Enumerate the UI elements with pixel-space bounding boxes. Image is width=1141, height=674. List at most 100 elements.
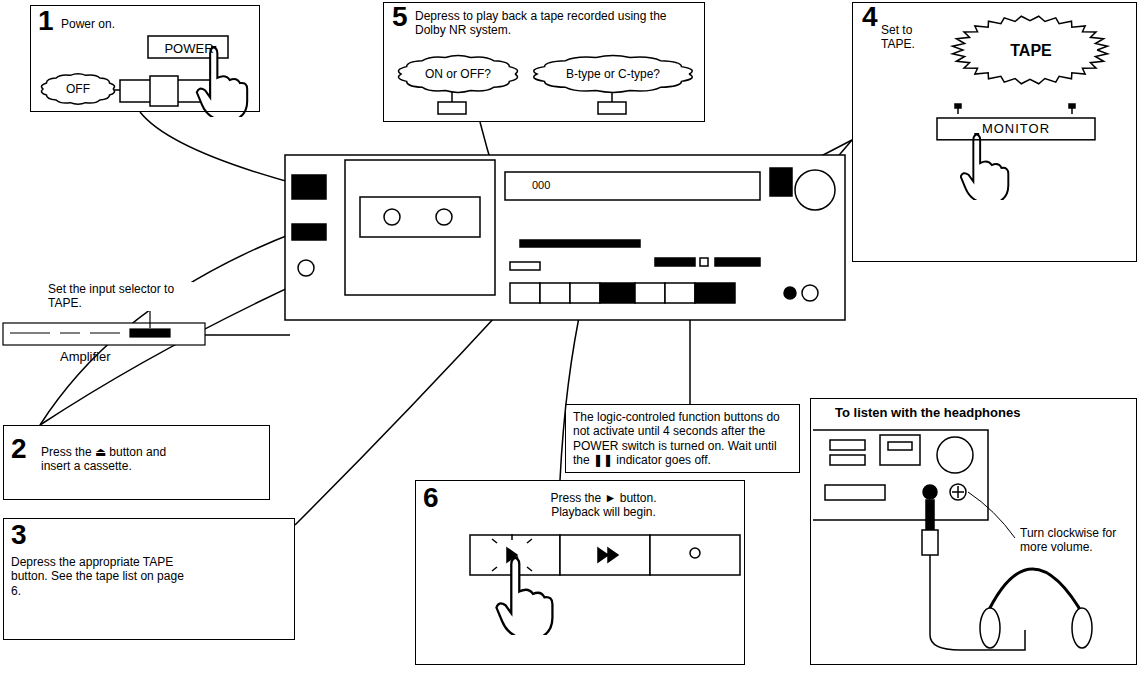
headphone-jack-panel: [830, 440, 865, 450]
button-label-box: MONITOR: [936, 117, 1096, 141]
cassette-deck: [635, 283, 665, 303]
hand-icon: [197, 47, 247, 119]
headphone-jack-panel: [825, 485, 885, 500]
cassette-deck: [770, 168, 792, 196]
cassette-deck: [285, 155, 845, 320]
headphone-jack-panel: [813, 430, 988, 520]
cassette-deck: [655, 258, 695, 266]
cassette-deck: [384, 209, 400, 225]
speech-cloud: OFF: [41, 73, 115, 105]
cassette-deck: [802, 285, 818, 301]
cassette-deck: [540, 283, 570, 303]
amplifier: [10, 332, 120, 333]
monitor-switch: [1069, 104, 1075, 108]
control-label: OFF: [66, 82, 90, 96]
cassette-deck: [436, 209, 452, 225]
hand-icon: [496, 557, 552, 637]
cassette-deck: [795, 170, 835, 210]
control-label: ON or OFF?: [425, 67, 491, 81]
amplifier: [3, 323, 205, 345]
callout-box: 6 Press the ► button. Playback will begin…: [415, 480, 745, 665]
leader-line: [205, 334, 290, 336]
tape-indicator: [952, 16, 1107, 84]
cloud-outline: [534, 56, 693, 93]
tape-indicator: [952, 16, 1107, 84]
headphone-jack-panel: [926, 500, 934, 530]
hand-icon: [961, 134, 1009, 202]
headphone-jack-panel: [830, 455, 865, 465]
cassette-deck: [695, 283, 735, 303]
control-label: POWER: [164, 41, 213, 57]
note-text: Turn clockwise for more volume.: [1020, 526, 1138, 555]
cassette-deck: [298, 260, 314, 276]
transport-buttons: [598, 548, 618, 562]
callout-box: The logic-controled function buttons do …: [565, 404, 800, 473]
panel-label: POWER: [149, 37, 229, 61]
instruction-text: Depress to play back a tape recorded usi…: [415, 9, 685, 38]
monitor-switch: [958, 108, 1072, 114]
instruction-text: Depress the appropriate TAPE button. See…: [11, 555, 196, 598]
speech-cloud: B-type or C-type?: [535, 55, 691, 93]
headphone-jack-panel: [1072, 608, 1092, 648]
callout-box: 4Set to TAPE.TAPEMONITOR: [852, 2, 1137, 262]
cassette-deck: [345, 160, 495, 295]
step-number: 6: [423, 484, 439, 512]
speech-cloud: ON or OFF?: [399, 55, 517, 93]
monitor-switch: [955, 104, 961, 108]
step-number: 3: [11, 521, 27, 549]
cassette-deck: [360, 197, 480, 237]
headphone-jack-panel: [980, 608, 1000, 648]
control-label: B-type or C-type?: [566, 67, 660, 81]
cassette-deck: [510, 262, 540, 270]
power-switch: [150, 76, 178, 106]
headphone-jack-panel: [922, 530, 938, 555]
button-outline: [937, 118, 1095, 140]
instruction-text: To listen with the headphones: [835, 405, 1125, 421]
callout-box: 2 Press the ⏏ button and insert a cassett…: [3, 425, 270, 500]
headphone-jack-panel: [985, 569, 1085, 618]
callout-box: 5Depress to play back a tape recorded us…: [383, 2, 705, 122]
cassette-deck: [510, 283, 540, 303]
cassette-deck: [285, 155, 845, 320]
dolby-switch: [452, 92, 612, 102]
cloud-outline: [41, 74, 114, 104]
headphone-jack-panel: [923, 485, 937, 499]
panel-label: TAPE: [971, 31, 1091, 71]
monitor-switch: [955, 104, 1075, 114]
cassette-deck: [520, 240, 640, 247]
headphone-jack-panel: [968, 492, 1015, 538]
cassette-deck: [570, 283, 600, 303]
headphone-jack-panel: [930, 555, 1025, 650]
callout-box: 1 Power on. POWER OFF: [30, 5, 260, 112]
headphone-jack-panel: [952, 486, 964, 498]
leader-line: [40, 112, 852, 525]
step-number: 1: [38, 7, 54, 35]
step-number: 4: [862, 3, 878, 31]
instruction-text: Power on.: [61, 17, 181, 31]
cassette-deck: [505, 172, 760, 200]
dolby-switch: [438, 92, 626, 114]
headphone-jack-panel: [937, 437, 973, 473]
counter-display: 000: [532, 179, 550, 192]
instruction-text: Press the ⏏ button and insert a cassette…: [41, 445, 176, 474]
headphone-jack-panel: [880, 435, 920, 465]
cassette-deck: [784, 287, 796, 299]
dolby-switch: [598, 102, 626, 114]
cassette-deck: [292, 224, 326, 240]
headphone-jack-panel: [888, 442, 912, 450]
dolby-switch: [438, 102, 466, 114]
cassette-deck: [700, 258, 708, 266]
transport-buttons: [560, 535, 650, 575]
leader-line: [140, 112, 300, 185]
step-number: 2: [11, 435, 27, 463]
cassette-deck: [715, 258, 760, 266]
cassette-deck: [600, 283, 635, 303]
transport-buttons: [650, 535, 740, 575]
instruction-text: The logic-controled function buttons do …: [573, 410, 795, 468]
headphone-jack-panel: [950, 484, 966, 500]
cassette-deck: [665, 283, 695, 303]
instruction-text: Press the ► button. Playback will begin.: [531, 491, 676, 520]
note-text: Set the input selector to TAPE.: [48, 282, 193, 311]
control-label: TAPE: [1010, 41, 1051, 60]
part-name: Amplifier: [60, 349, 111, 365]
